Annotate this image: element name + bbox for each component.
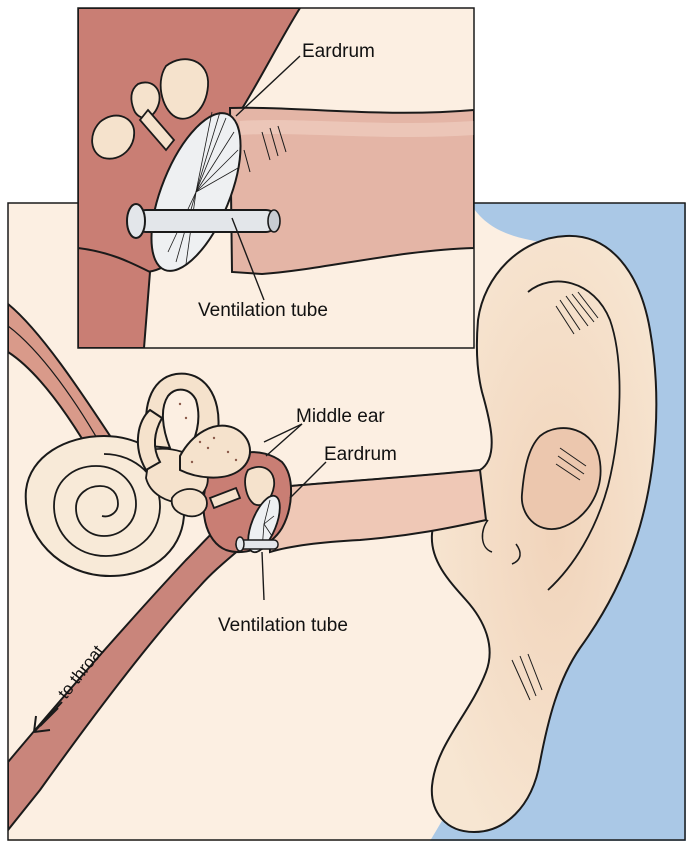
inset-canal-highlight (240, 127, 474, 130)
inset-ventilation-tube (127, 204, 280, 238)
inset-panel: Eardrum Ventilation tube (78, 8, 474, 348)
middle-ear-label: Middle ear (296, 406, 385, 427)
main-ventilation-tube-label: Ventilation tube (218, 615, 348, 636)
main-eardrum-label: Eardrum (324, 444, 397, 465)
inset-ventilation-tube-label: Ventilation tube (198, 300, 328, 321)
inset-eardrum-label: Eardrum (302, 41, 375, 62)
